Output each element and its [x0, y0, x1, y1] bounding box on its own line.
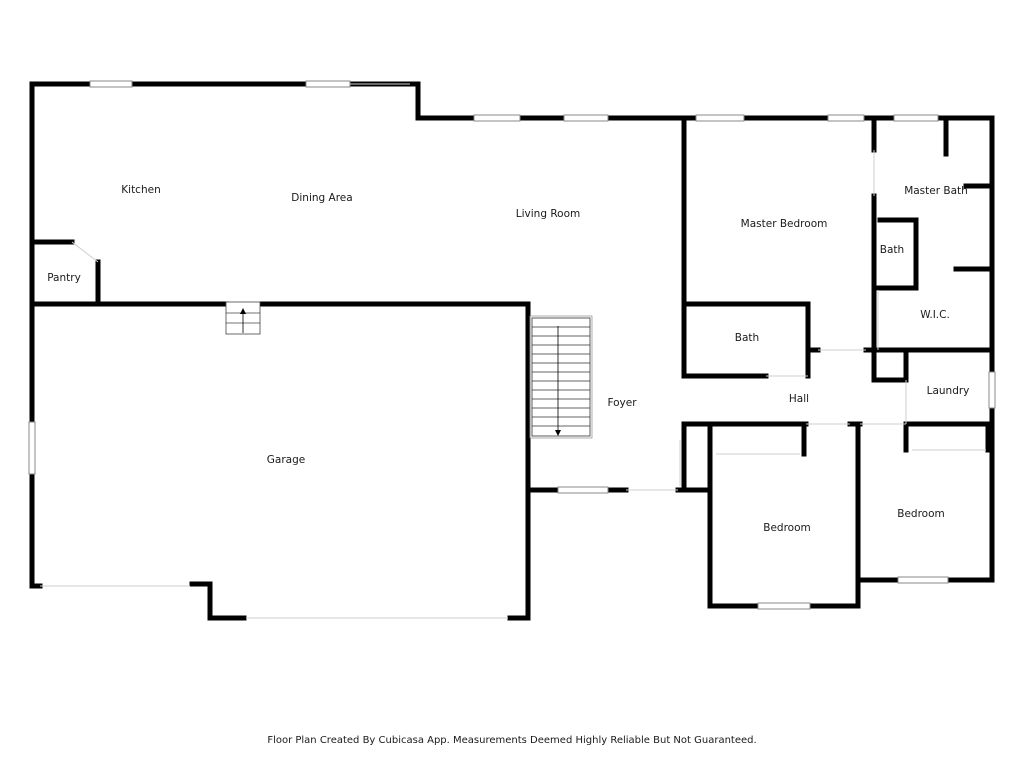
- openings: [40, 83, 986, 619]
- label-garage: Garage: [267, 454, 305, 466]
- label-master-bedroom: Master Bedroom: [741, 218, 828, 230]
- label-master-bath: Master Bath: [904, 185, 968, 197]
- label-bath: Bath: [735, 332, 759, 344]
- walls: [29, 81, 995, 621]
- label-laundry: Laundry: [927, 385, 970, 397]
- label-kitchen: Kitchen: [121, 184, 160, 196]
- stairs: [529, 315, 593, 439]
- label-living-room: Living Room: [516, 208, 580, 220]
- room-labels: Kitchen Dining Area Living Room Master B…: [47, 184, 969, 534]
- footer-disclaimer: Floor Plan Created By Cubicasa App. Meas…: [267, 735, 757, 746]
- label-hall: Hall: [789, 393, 809, 405]
- label-bath-small: Bath: [880, 244, 904, 256]
- label-foyer: Foyer: [607, 397, 637, 409]
- label-dining-area: Dining Area: [291, 192, 352, 204]
- windows: [28, 80, 996, 610]
- label-bedroom-2: Bedroom: [897, 508, 945, 520]
- label-pantry: Pantry: [47, 272, 81, 284]
- label-bedroom-1: Bedroom: [763, 522, 811, 534]
- label-wic: W.I.C.: [920, 309, 950, 321]
- garage-steps: [225, 301, 261, 335]
